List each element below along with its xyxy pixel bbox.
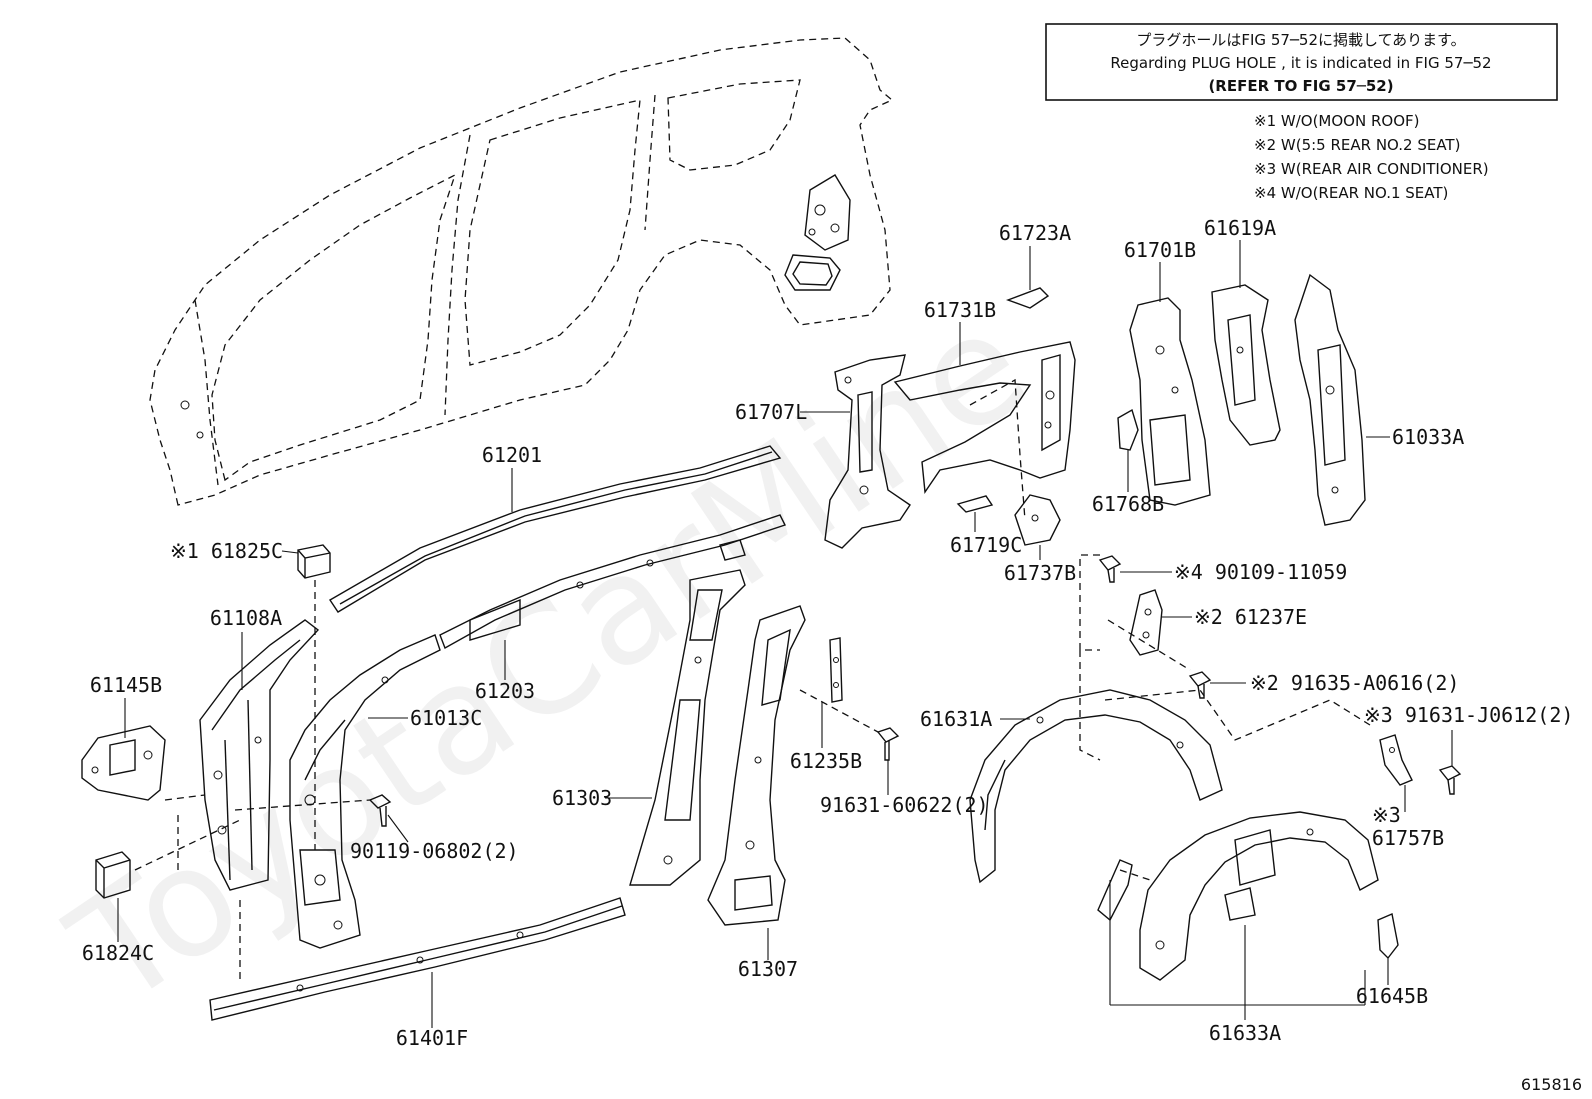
label-61303: 61303 xyxy=(552,786,612,810)
part-91635-bolt: ※2 91635-A0616(2) xyxy=(1188,671,1459,699)
label-61237E: ※2 61237E xyxy=(1194,605,1307,629)
notice-box-frame xyxy=(1045,23,1558,101)
part-61707L: 61707L xyxy=(735,354,911,549)
part-61303-center-pillar: 61303 xyxy=(552,569,746,886)
part-61145B: 61145B xyxy=(81,673,206,870)
label-61108A: 61108A xyxy=(210,606,282,630)
part-61737B: 61737B xyxy=(1004,494,1076,585)
footnotes: ※1 W/O(MOON ROOF) ※2 W(5:5 REAR NO.2 SEA… xyxy=(1254,112,1489,202)
label-61731B: 61731B xyxy=(924,298,996,322)
label-61203: 61203 xyxy=(475,679,535,703)
part-61401F-rocker: 61401F xyxy=(209,897,626,1050)
label-91631-J0612: ※3 91631-J0612(2) xyxy=(1364,703,1573,727)
label-61707L: 61707L xyxy=(735,400,807,424)
part-61203: 61203 xyxy=(439,514,786,703)
label-61701B: 61701B xyxy=(1124,238,1196,262)
part-61237E: ※2 61237E xyxy=(1129,589,1307,656)
part-61201-roof-rail: 61201 xyxy=(329,443,782,613)
part-61033A: 61033A xyxy=(1294,273,1464,526)
label-61719C: 61719C xyxy=(950,533,1022,557)
label-61768B: 61768B xyxy=(1092,492,1164,516)
label-61201: 61201 xyxy=(482,443,542,467)
label-61033A: 61033A xyxy=(1392,425,1464,449)
label-61013C: 61013C xyxy=(410,706,482,730)
part-61757B: ※3 61757B xyxy=(1372,734,1444,850)
label-61401F: 61401F xyxy=(396,1026,468,1050)
part-61619A: 61619A xyxy=(1204,216,1281,446)
part-61633A: 61633A xyxy=(1109,811,1379,1045)
notice-line-japanese: プラグホールはFIG 57─52に掲載してあります。 xyxy=(1136,31,1465,49)
notice-box: プラグホールはFIG 57─52に掲載してあります。 Regarding PLU… xyxy=(1045,23,1558,101)
label-61757B-mark: ※3 xyxy=(1372,803,1401,827)
notice-line-refer: (REFER TO FIG 57─52) xyxy=(1208,77,1393,95)
label-61619A: 61619A xyxy=(1204,216,1276,240)
notice-line-english: Regarding PLUG HOLE , it is indicated in… xyxy=(1110,54,1491,72)
label-61633A: 61633A xyxy=(1209,1021,1281,1045)
label-61825C: ※1 61825C xyxy=(170,539,283,563)
body-side-outer-panel xyxy=(149,37,894,506)
label-61307: 61307 xyxy=(738,957,798,981)
part-91631-J0612-bolt: ※3 91631-J0612(2) xyxy=(1364,703,1573,795)
footnote-1: ※1 W/O(MOON ROOF) xyxy=(1254,112,1419,130)
part-91631-60622-bolt: 91631-60622(2) xyxy=(799,689,989,817)
part-90109-bolt: ※4 90109-11059 xyxy=(1098,555,1347,584)
footnote-4: ※4 W/O(REAR NO.1 SEAT) xyxy=(1254,184,1448,202)
watermark-text: ToyotaCarMine xyxy=(42,277,1057,1040)
label-61631A: 61631A xyxy=(920,707,992,731)
part-61631A: 61631A xyxy=(920,689,1223,884)
part-61731B: 61731B xyxy=(893,298,1076,521)
part-61307: 61307 xyxy=(707,605,806,981)
label-91635-A0616: ※2 91635-A0616(2) xyxy=(1250,671,1459,695)
part-61719C: 61719C xyxy=(950,495,1022,557)
label-61737B: 61737B xyxy=(1004,561,1076,585)
part-90119-bolt: 90119-06802(2) xyxy=(234,794,519,863)
label-61723A: 61723A xyxy=(999,221,1071,245)
label-90109-11059: ※4 90109-11059 xyxy=(1174,560,1347,584)
part-61825C: ※1 61825C xyxy=(170,539,331,850)
part-61723A: 61723A xyxy=(999,221,1071,309)
label-91631-60622: 91631-60622(2) xyxy=(820,793,989,817)
part-61013C: 61013C xyxy=(289,634,482,949)
part-61701B: 61701B xyxy=(1124,238,1211,506)
label-61824C: 61824C xyxy=(82,941,154,965)
part-61824C: 61824C xyxy=(82,819,241,965)
figure-number: 615816 xyxy=(1521,1075,1582,1094)
part-61768B: 61768B xyxy=(1092,408,1164,516)
label-61757B: 61757B xyxy=(1372,826,1444,850)
part-61633A-bracket xyxy=(1097,859,1133,922)
assembly-lines-right xyxy=(1079,554,1371,881)
label-61235B: 61235B xyxy=(790,749,862,773)
part-61645B: 61645B xyxy=(1356,913,1428,1008)
footnote-3: ※3 W(REAR AIR CONDITIONER) xyxy=(1254,160,1489,178)
label-61645B: 61645B xyxy=(1356,984,1428,1008)
label-90119-06802: 90119-06802(2) xyxy=(350,839,519,863)
part-61235B: 61235B xyxy=(790,637,862,773)
label-61145B: 61145B xyxy=(90,673,162,697)
footnote-2: ※2 W(5:5 REAR NO.2 SEAT) xyxy=(1254,136,1460,154)
part-61108A-front-pillar: 61108A xyxy=(199,606,320,891)
